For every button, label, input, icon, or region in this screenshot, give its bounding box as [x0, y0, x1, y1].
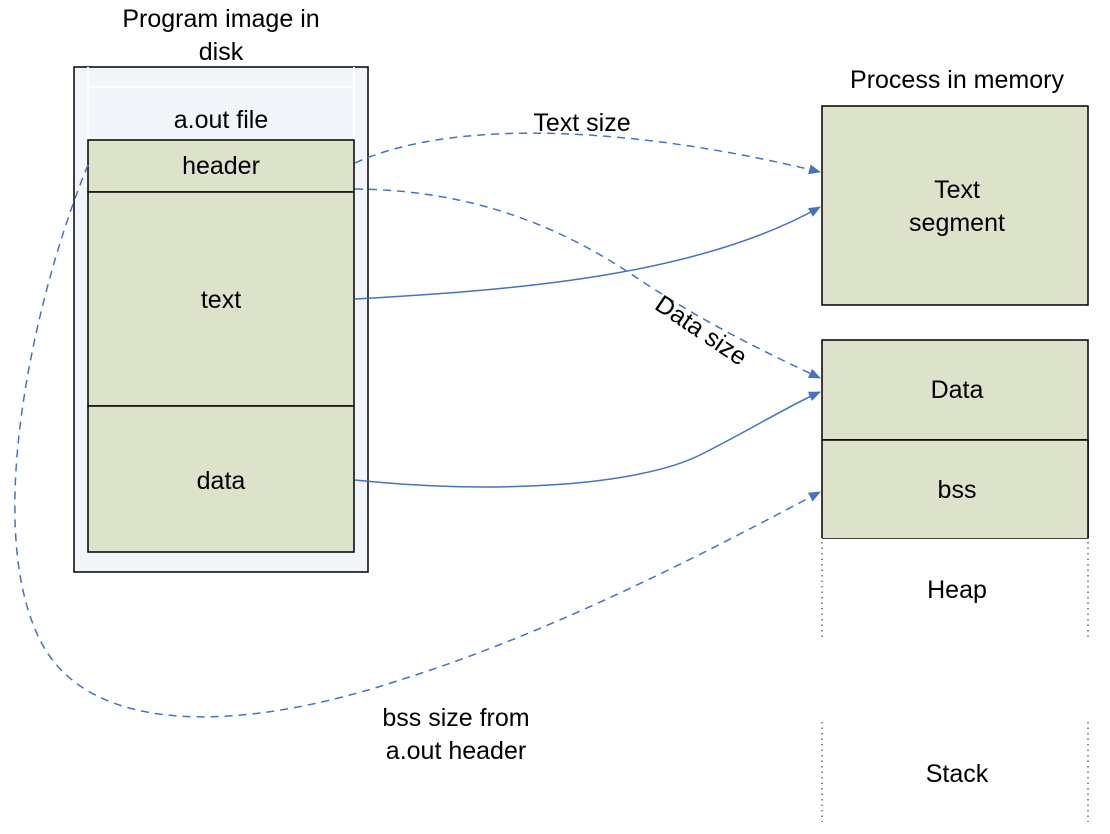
- data-section-label: data: [197, 467, 246, 495]
- text-section: [87, 191, 355, 407]
- heap-label: Heap: [927, 576, 987, 604]
- text-segment-label-line2: segment: [909, 209, 1005, 237]
- stack-label: Stack: [926, 760, 989, 788]
- data-size-arrow: [354, 188, 821, 379]
- memory-title: Process in memory: [850, 66, 1064, 94]
- text-size-label: Text size: [533, 109, 630, 137]
- text-section-label: text: [201, 286, 241, 314]
- data-segment-label: Data: [931, 376, 984, 404]
- text-size-arrow: [354, 132, 821, 175]
- bss-size-arrow: [14, 164, 821, 718]
- disk-title-line2: disk: [199, 38, 244, 66]
- data-load-arrow: [354, 391, 821, 488]
- data-size-label: Data size: [650, 290, 752, 371]
- data-section: [87, 405, 355, 553]
- bss-segment-fill: [822, 440, 1088, 538]
- header-section-label: header: [182, 152, 260, 180]
- bss-size-label-line1: bss size from: [382, 704, 529, 732]
- text-segment-label-line1: Text: [934, 176, 980, 204]
- header-section: [87, 139, 355, 193]
- text-load-arrow: [354, 206, 821, 300]
- text-segment-box: [821, 105, 1089, 306]
- bss-segment-label: bss: [938, 476, 977, 504]
- bss-size-label-line2: a.out header: [386, 737, 526, 765]
- aout-file-label: a.out file: [174, 106, 269, 134]
- disk-title-line1: Program image in: [122, 5, 319, 33]
